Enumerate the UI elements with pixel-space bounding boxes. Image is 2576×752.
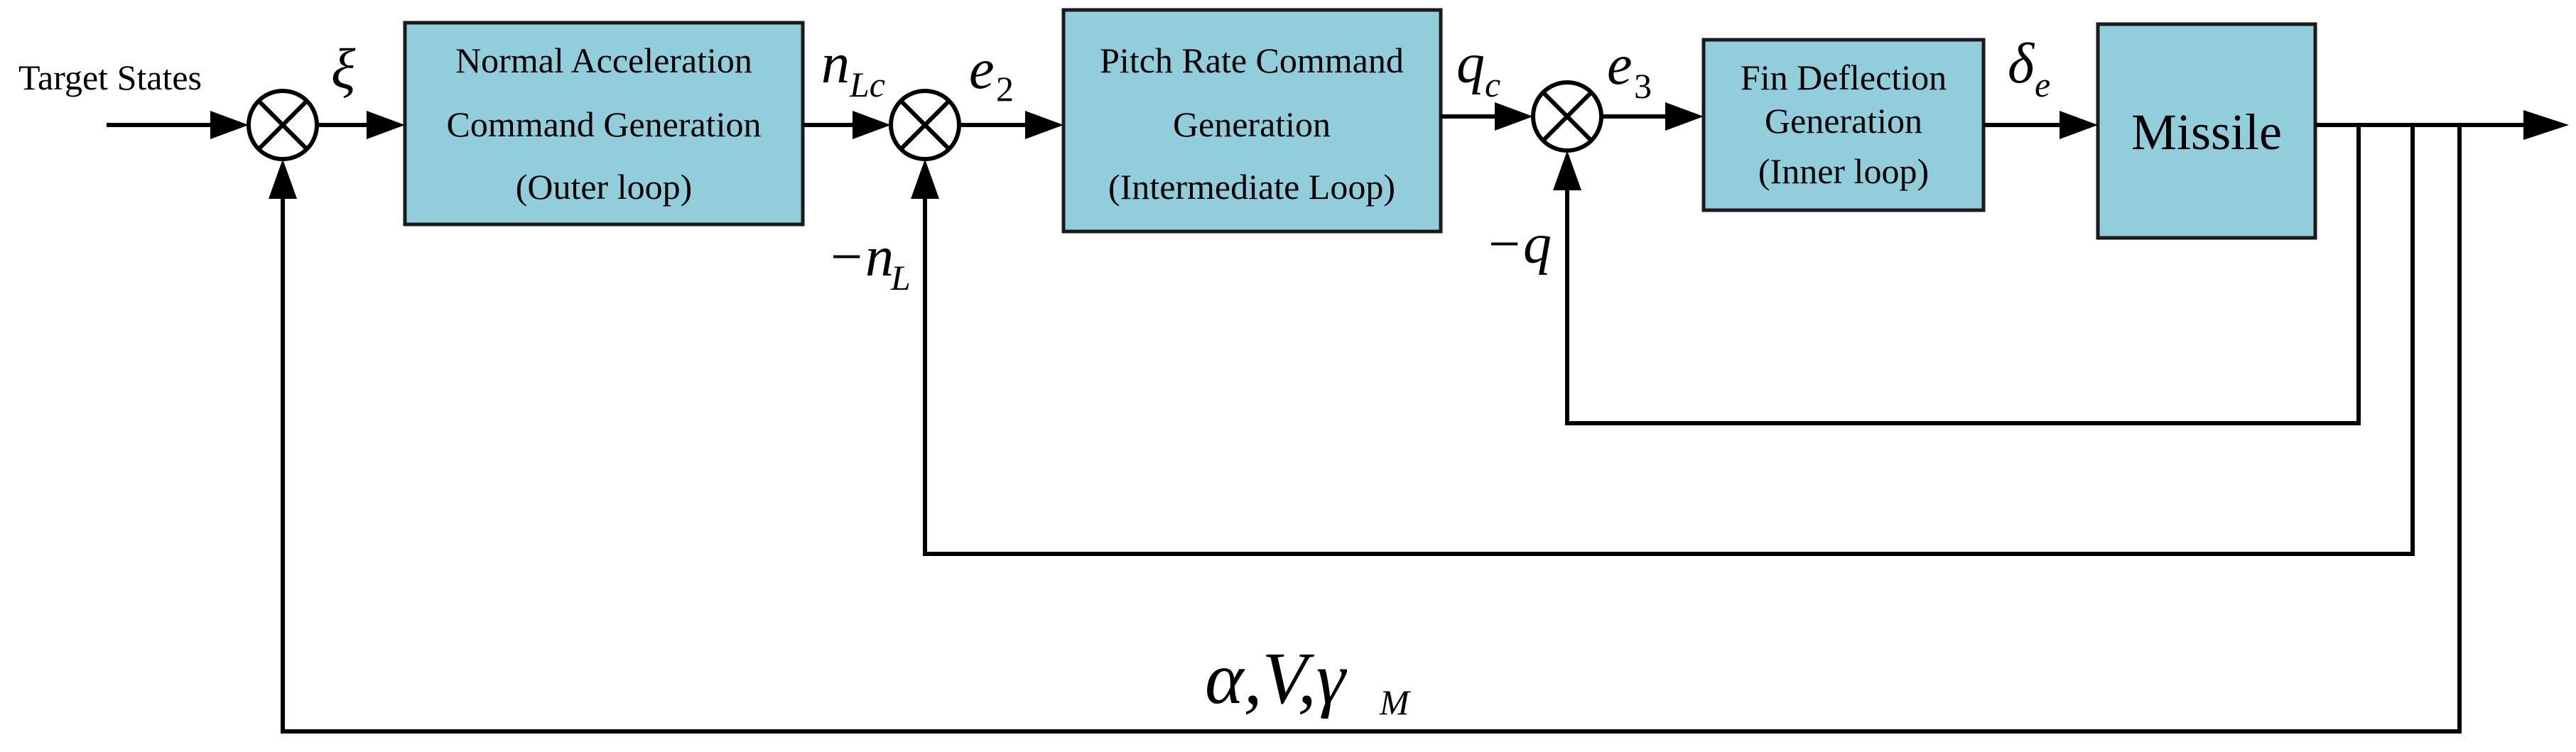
signal-neg-q-label: −q bbox=[1485, 213, 1552, 276]
arrowhead-output bbox=[2523, 110, 2569, 140]
summing-junction-outer[interactable] bbox=[247, 89, 319, 161]
block-outer-line2: Command Generation bbox=[447, 104, 762, 144]
signal-e3-sub: 3 bbox=[1634, 66, 1652, 106]
arrowhead-e3 bbox=[1665, 102, 1704, 131]
signal-qc-label: q c bbox=[1456, 33, 1500, 104]
signal-delta-e-main: δ bbox=[2008, 33, 2035, 95]
arrowhead-feedback-outer bbox=[269, 159, 297, 199]
signal-qc-sub: c bbox=[1485, 65, 1500, 104]
arrowhead-feedback-intermediate bbox=[911, 159, 939, 199]
block-intermediate-line2: Generation bbox=[1173, 104, 1331, 144]
feedback-states-main: α,V,γ bbox=[1205, 638, 1348, 719]
signal-e2-label: e 2 bbox=[969, 38, 1014, 109]
feedback-states-label: α,V,γ M bbox=[1205, 638, 1411, 722]
block-missile-label: Missile bbox=[2131, 104, 2282, 160]
signal-n-lc-label: n Lc bbox=[821, 33, 885, 104]
arrowhead-xi bbox=[367, 111, 405, 139]
signal-delta-e-sub: e bbox=[2035, 65, 2050, 104]
feedback-states-sub: M bbox=[1379, 682, 1411, 722]
signal-e2-sub: 2 bbox=[996, 69, 1014, 109]
block-intermediate-line1: Pitch Rate Command bbox=[1100, 40, 1404, 80]
block-inner-loop[interactable]: Fin Deflection Generation (Inner loop) bbox=[1701, 38, 1986, 212]
signal-n-lc-main: n bbox=[821, 33, 850, 95]
block-inner-line2: Generation bbox=[1765, 101, 1922, 141]
signal-xi-label: ξ bbox=[331, 38, 356, 101]
signal-e3-label: e 3 bbox=[1607, 34, 1652, 106]
signal-e3-main: e bbox=[1607, 34, 1633, 97]
input-label: Target States bbox=[18, 58, 202, 97]
feedback-outer bbox=[269, 125, 2462, 734]
arrowhead-delta-e bbox=[2060, 111, 2098, 139]
arrowhead-input bbox=[210, 111, 249, 139]
signal-qc-main: q bbox=[1456, 33, 1485, 95]
block-outer-line3: (Outer loop) bbox=[516, 167, 693, 207]
summing-junction-inner[interactable] bbox=[1531, 80, 1603, 153]
arrowhead-qc bbox=[1495, 102, 1533, 131]
block-missile[interactable]: Missile bbox=[2096, 22, 2317, 240]
signal-neg-n-l-sub: L bbox=[890, 258, 911, 298]
block-inner-line1: Fin Deflection bbox=[1741, 58, 1947, 97]
block-intermediate-line3: (Intermediate Loop) bbox=[1108, 167, 1395, 207]
block-outer-loop[interactable]: Normal Acceleration Command Generation (… bbox=[403, 21, 805, 227]
signal-e2-main: e bbox=[969, 38, 995, 101]
arrowhead-feedback-inner bbox=[1553, 151, 1581, 190]
signal-n-lc-sub: Lc bbox=[849, 65, 885, 104]
feedback-inner bbox=[1553, 125, 2361, 425]
block-outer-line1: Normal Acceleration bbox=[455, 40, 752, 80]
arrowhead-n-lc bbox=[853, 111, 891, 139]
forward-path bbox=[107, 102, 2569, 140]
arrowhead-e2 bbox=[1025, 111, 1064, 139]
signal-delta-e-label: δ e bbox=[2008, 33, 2050, 104]
summing-junction-intermediate[interactable] bbox=[889, 89, 961, 161]
block-inner-line3: (Inner loop) bbox=[1758, 151, 1929, 191]
signal-neg-n-l-label: −n L bbox=[827, 226, 911, 298]
signal-neg-n-l-main: −n bbox=[827, 226, 894, 288]
feedback-intermediate bbox=[911, 125, 2415, 556]
block-intermediate-loop[interactable]: Pitch Rate Command Generation (Intermedi… bbox=[1061, 8, 1443, 234]
